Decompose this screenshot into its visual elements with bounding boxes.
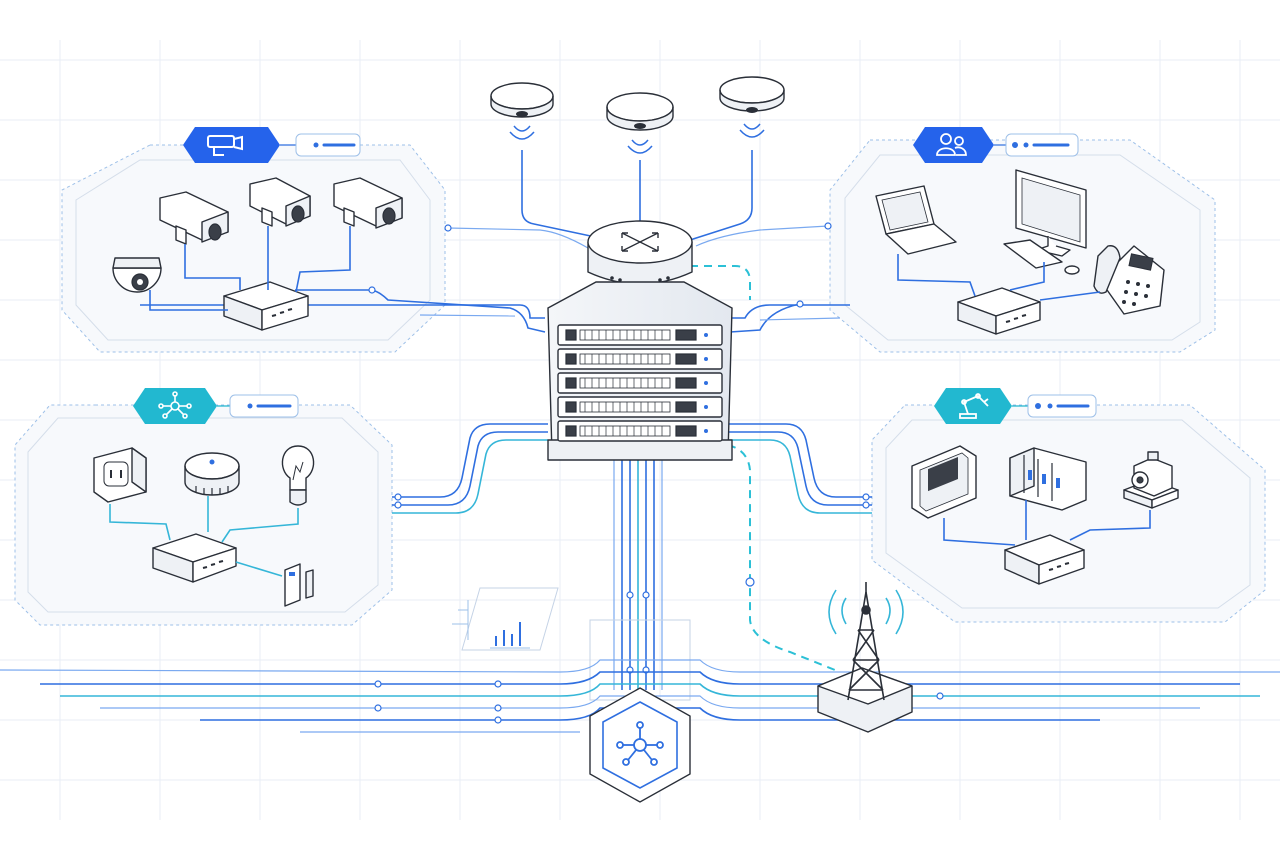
servo-motor (1123, 451, 1179, 509)
edge-switch-smart-building (152, 533, 237, 583)
wires-industrial-local (943, 500, 1151, 546)
network-hub-icon (158, 391, 192, 419)
server-rack-icon (557, 324, 723, 442)
access-point-center (606, 92, 674, 154)
cell-tower (817, 582, 913, 733)
bullet-camera-center (249, 177, 311, 227)
zone-badge-workstations[interactable] (913, 127, 1079, 163)
network-hub-icon (616, 721, 664, 766)
security-camera-icon (207, 135, 243, 156)
laptop (875, 185, 957, 255)
desk-phone (1093, 245, 1165, 315)
zone-smart-building (14, 404, 393, 626)
core-server-rack (547, 281, 733, 461)
smart-bulb (281, 445, 315, 506)
bullet-camera-left (159, 191, 229, 245)
robot-arm-icon (959, 393, 989, 419)
plc-modules (1009, 447, 1087, 511)
cell-tower-icon (847, 582, 885, 701)
rack-unit-2 (557, 348, 723, 370)
edge-switch-workstations (957, 287, 1041, 335)
bullet-camera-right (333, 177, 403, 229)
zone-badge-industrial[interactable] (934, 388, 1097, 424)
wireless-uplink (690, 265, 751, 300)
hmi-panel (911, 445, 977, 519)
desktop-monitor (1003, 169, 1087, 275)
wires-access-points (447, 150, 829, 249)
edge-switch-industrial (1004, 534, 1085, 585)
access-point-right (719, 76, 785, 138)
users-icon (936, 133, 967, 156)
zone-badge-smart-building[interactable] (133, 388, 299, 424)
wires-workstations-local (897, 254, 1101, 301)
door-sensor (284, 563, 314, 607)
rack-unit-4 (557, 396, 723, 418)
rack-unit-5 (557, 420, 723, 442)
rack-unit-3 (557, 372, 723, 394)
access-point-left (490, 82, 554, 140)
router-icon (621, 232, 659, 252)
wireless-backhaul (727, 444, 841, 673)
cloud-hub (589, 687, 691, 803)
dome-camera (112, 257, 162, 293)
wires-smart-building-local (109, 496, 299, 577)
wires-zone-links (140, 222, 872, 514)
rack-unit-1 (557, 324, 723, 346)
core-router (587, 220, 693, 285)
wireless-node (745, 577, 755, 587)
smart-outlet (93, 447, 147, 503)
wires-surveillance-local (149, 226, 351, 311)
analytics-chart-icon (452, 587, 559, 651)
wires-trunk (613, 455, 663, 690)
smoke-detector (184, 452, 240, 496)
zone-badge-surveillance[interactable] (183, 127, 361, 163)
